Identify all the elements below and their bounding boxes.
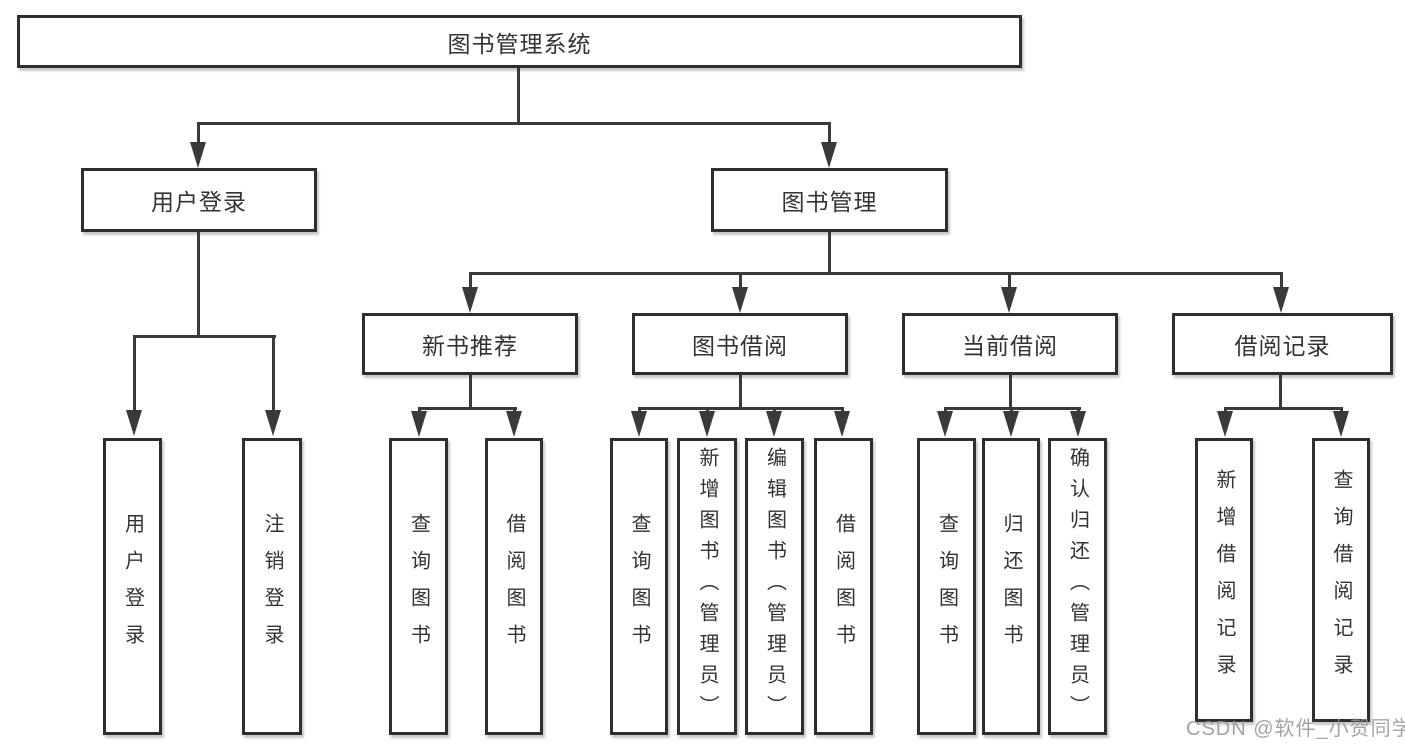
leaf-return-book: 归还图书 bbox=[982, 438, 1040, 735]
arrow-down bbox=[1217, 411, 1233, 437]
node-borrowing-records: 借阅记录 bbox=[1172, 313, 1393, 375]
connector-line bbox=[197, 232, 200, 338]
watermark: CSDN @软件_小贺同学 bbox=[1186, 718, 1405, 740]
arrow-down bbox=[937, 411, 953, 437]
arrow-down bbox=[506, 411, 522, 437]
leaf-query-books-recommend: 查询图书 bbox=[389, 438, 448, 735]
arrow-down bbox=[766, 411, 782, 437]
leaf-query-borrow-record: 查询借阅记录 bbox=[1312, 438, 1370, 722]
connector-line bbox=[1009, 375, 1012, 409]
node-book-borrowing: 图书借阅 bbox=[632, 313, 848, 375]
arrow-down bbox=[190, 142, 206, 168]
arrow-down bbox=[821, 142, 837, 168]
arrow-down bbox=[1003, 411, 1019, 437]
connector-line bbox=[469, 375, 472, 409]
arrow-down bbox=[411, 411, 427, 437]
connector-line bbox=[638, 407, 844, 410]
leaf-borrow-books-recommend: 借阅图书 bbox=[485, 438, 543, 735]
arrow-down bbox=[1333, 411, 1349, 437]
arrow-down bbox=[834, 411, 850, 437]
node-user-login: 用户登录 bbox=[81, 168, 317, 232]
leaf-borrow-books-borrowing: 借阅图书 bbox=[814, 438, 873, 735]
arrow-down bbox=[1070, 411, 1086, 437]
connector-line bbox=[1280, 272, 1283, 290]
connector-line bbox=[469, 272, 1283, 275]
node-library-system: 图书管理系统 bbox=[17, 15, 1022, 68]
connector-line bbox=[418, 407, 517, 410]
arrow-down bbox=[462, 287, 478, 313]
connector-line bbox=[133, 335, 136, 413]
leaf-query-books-borrowing: 查询图书 bbox=[610, 438, 668, 735]
arrow-down bbox=[699, 411, 715, 437]
leaf-edit-book-admin: 编辑图书（管理员） bbox=[745, 438, 804, 735]
connector-line bbox=[739, 375, 742, 409]
connector-line bbox=[828, 122, 831, 146]
node-new-book-recommend: 新书推荐 bbox=[362, 313, 578, 375]
connector-line bbox=[197, 122, 831, 125]
connector-line bbox=[1279, 375, 1282, 409]
leaf-user-login: 用户登录 bbox=[103, 438, 162, 735]
leaf-confirm-return-admin: 确认归还（管理员） bbox=[1048, 438, 1107, 735]
connector-line bbox=[272, 335, 275, 413]
node-current-borrowing: 当前借阅 bbox=[902, 313, 1118, 375]
leaf-add-book-admin: 新增图书（管理员） bbox=[677, 438, 737, 735]
connector-line bbox=[469, 272, 472, 290]
connector-line bbox=[828, 232, 831, 275]
arrow-down bbox=[265, 410, 281, 436]
arrow-down bbox=[631, 411, 647, 437]
arrow-down bbox=[732, 287, 748, 313]
leaf-logout: 注销登录 bbox=[242, 438, 302, 735]
arrow-down bbox=[126, 410, 142, 436]
arrow-down bbox=[1001, 287, 1017, 313]
leaf-add-borrow-record: 新增借阅记录 bbox=[1195, 438, 1253, 722]
connector-line bbox=[1008, 272, 1011, 290]
connector-line bbox=[133, 335, 276, 338]
leaf-query-books-current: 查询图书 bbox=[917, 438, 976, 735]
connector-line bbox=[1224, 407, 1343, 410]
arrow-down bbox=[1273, 287, 1289, 313]
connector-line bbox=[517, 68, 520, 123]
connector-line bbox=[739, 272, 742, 290]
connector-line bbox=[197, 122, 200, 146]
node-book-management: 图书管理 bbox=[711, 168, 948, 232]
